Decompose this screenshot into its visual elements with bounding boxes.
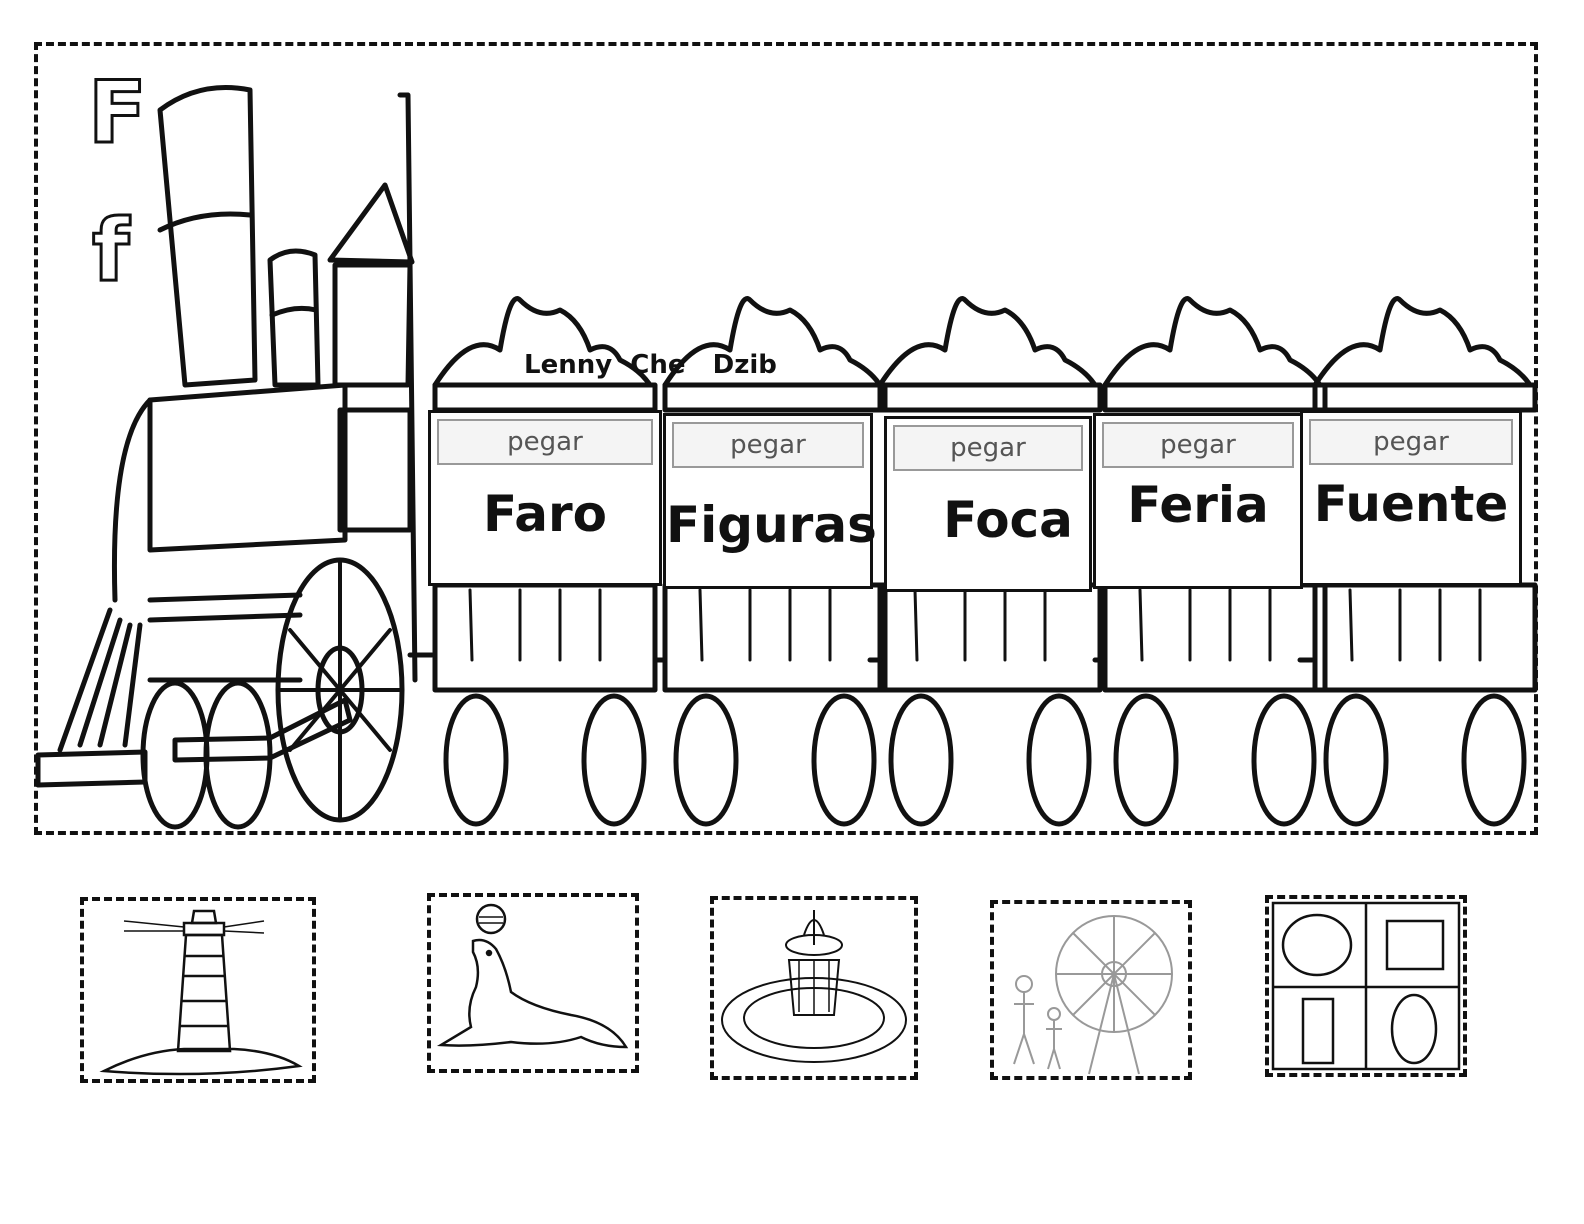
train-cars: [432, 299, 1535, 827]
locomotive-icon: [35, 85, 435, 830]
word-label: Fuente: [1313, 475, 1509, 533]
train-frame: [34, 42, 1538, 835]
paste-area: pegar: [1102, 422, 1294, 468]
shapes-icon: [1271, 901, 1461, 1071]
train-illustration: [35, 85, 1584, 830]
word-label: Feria: [1127, 476, 1269, 534]
word-label: Figuras: [666, 496, 877, 554]
paste-area: pegar: [437, 419, 653, 465]
picture-lighthouse[interactable]: [80, 897, 316, 1083]
paste-area: pegar: [672, 422, 864, 468]
letter-lower: f: [90, 201, 130, 301]
fountain-icon: [721, 910, 907, 1063]
lighthouse-icon: [99, 909, 303, 1076]
word-label: Foca: [943, 491, 1073, 549]
fair-ferris-wheel-icon: [1013, 915, 1173, 1075]
word-card-figuras: pegar Figuras: [663, 413, 877, 589]
letter-upper: F: [87, 63, 149, 163]
picture-fountain[interactable]: [710, 896, 918, 1080]
word-card-fuente: pegar Fuente: [1300, 410, 1522, 586]
word-label: Faro: [483, 485, 607, 543]
word-card-feria: pegar Feria: [1093, 413, 1303, 589]
paste-area: pegar: [1309, 419, 1513, 465]
seal-icon: [436, 903, 629, 1049]
word-card-foca: pegar Foca: [884, 416, 1092, 592]
word-card-faro: pegar Faro: [428, 410, 662, 586]
picture-seal[interactable]: [427, 893, 639, 1073]
picture-fair[interactable]: [990, 900, 1192, 1080]
picture-shapes[interactable]: [1265, 895, 1467, 1077]
author-name: Lenny Che Dzib: [524, 350, 777, 380]
paste-area: pegar: [893, 425, 1083, 471]
